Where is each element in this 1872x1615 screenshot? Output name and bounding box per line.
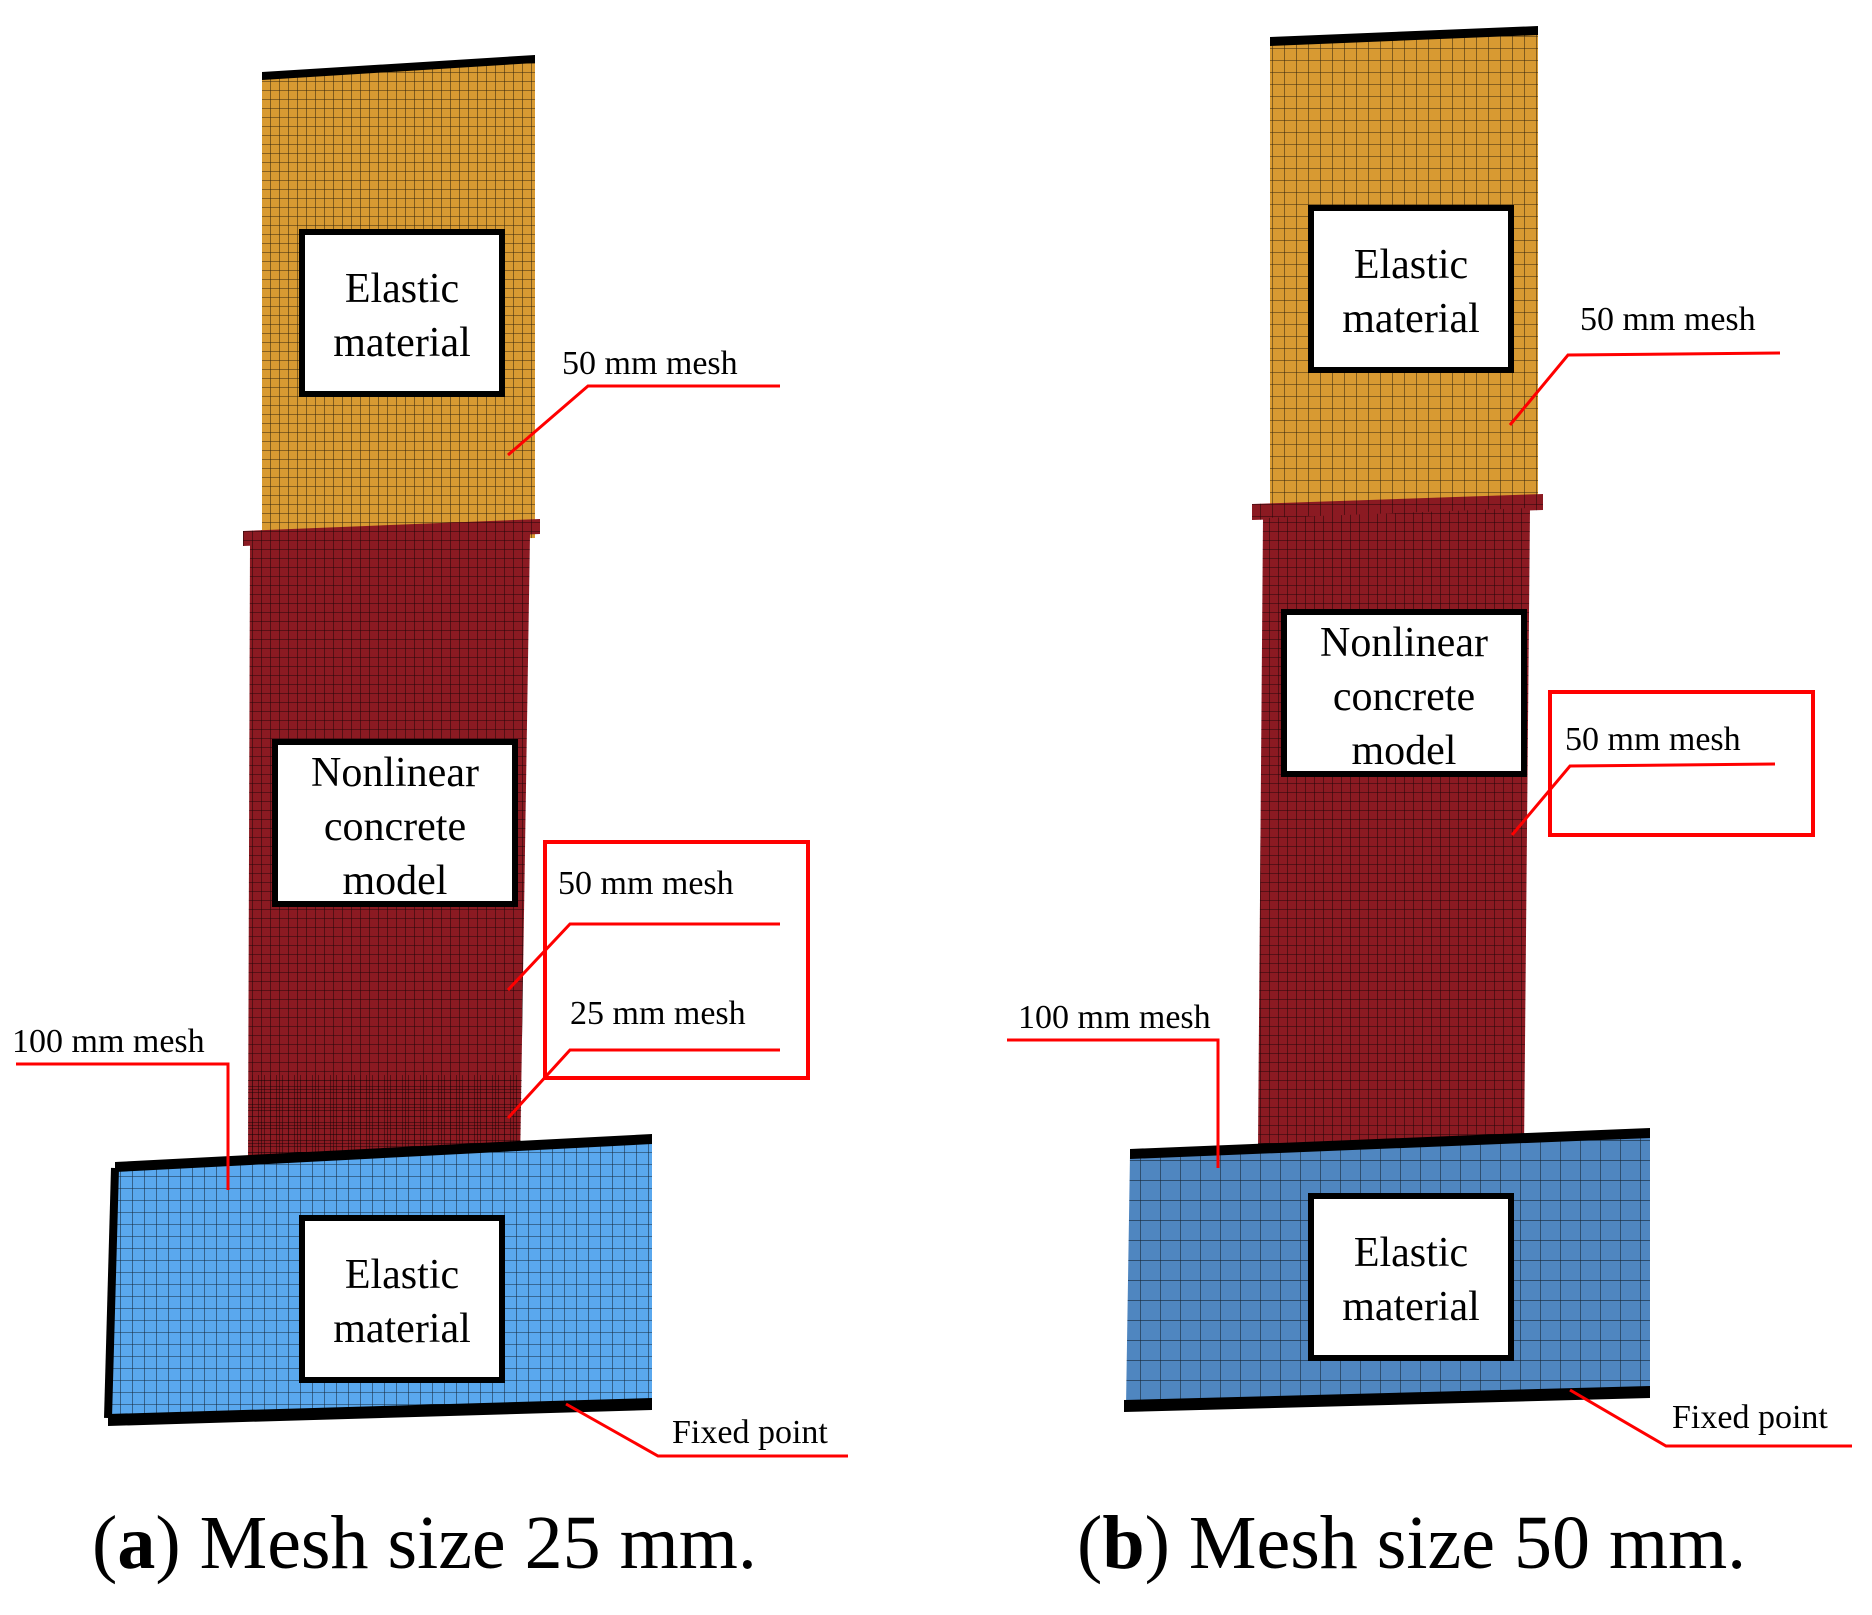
label-line: Elastic — [345, 1252, 459, 1298]
label-line: material — [1342, 296, 1480, 342]
label-line: concrete — [1333, 674, 1475, 720]
callout-text: Fixed point — [672, 1414, 828, 1451]
caption-b: (b) Mesh size 50 mm. — [1077, 1501, 1747, 1585]
callout-text: 100 mm mesh — [1018, 999, 1211, 1036]
callout-top-mesh-a: 50 mm mesh — [507, 345, 780, 457]
caption-letter: b — [1102, 1501, 1145, 1585]
label-line: material — [333, 320, 471, 366]
callout-text: 50 mm mesh — [1580, 301, 1756, 338]
panel-a: Elastic material Nonlinear concrete mode… — [12, 55, 848, 1458]
label-line: concrete — [324, 804, 466, 850]
panel-b: Elastic material Nonlinear concrete mode… — [1007, 26, 1852, 1448]
callout-top-mesh-b: 50 mm mesh — [1508, 301, 1781, 426]
callout-text: 100 mm mesh — [12, 1023, 205, 1060]
caption-a: (a) Mesh size 25 mm. — [92, 1501, 757, 1585]
callout-text: 50 mm mesh — [562, 345, 738, 382]
callout-base-mesh-a: 100 mm mesh — [12, 1023, 230, 1190]
label-box-base-elastic-b: Elastic material — [1308, 1193, 1514, 1361]
caption-text: Mesh size 50 mm. — [1188, 1501, 1747, 1585]
callout-mid-mesh-b: 50 mm mesh — [1510, 721, 1776, 836]
caption-letter: a — [117, 1501, 156, 1585]
label-line: material — [333, 1306, 471, 1352]
label-line: material — [1342, 1284, 1480, 1330]
label-line: Elastic — [1354, 242, 1468, 288]
label-box-base-elastic-a: Elastic material — [299, 1215, 505, 1383]
label-line: Nonlinear — [1320, 620, 1488, 666]
label-line: Elastic — [345, 266, 459, 312]
callout-mid-mesh-a: 50 mm mesh — [506, 865, 780, 992]
label-box-top-elastic-a: Elastic material — [299, 229, 505, 397]
callout-text: Fixed point — [1672, 1399, 1828, 1436]
column-concrete-b — [1258, 508, 1530, 1150]
callout-text: 25 mm mesh — [570, 995, 746, 1032]
label-box-concrete-a: Nonlinear concrete model — [272, 739, 518, 907]
label-box-top-elastic-b: Elastic material — [1308, 205, 1514, 373]
label-line: Nonlinear — [311, 750, 479, 796]
callout-base-mesh-b: 100 mm mesh — [1007, 999, 1220, 1168]
callout-fixed-point-b: Fixed point — [1569, 1388, 1852, 1448]
label-box-concrete-b: Nonlinear concrete model — [1281, 609, 1527, 777]
callout-text: 50 mm mesh — [1565, 721, 1741, 758]
highlight-box-a — [543, 840, 810, 1080]
caption-text: Mesh size 25 mm. — [199, 1501, 757, 1585]
highlight-box-b — [1548, 690, 1815, 837]
callout-fixed-point-a: Fixed point — [565, 1402, 848, 1458]
label-line: Elastic — [1354, 1230, 1468, 1276]
label-line: model — [343, 858, 448, 904]
label-line: model — [1352, 728, 1457, 774]
callout-text: 50 mm mesh — [558, 865, 734, 902]
callout-low-mesh-a: 25 mm mesh — [506, 995, 780, 1120]
